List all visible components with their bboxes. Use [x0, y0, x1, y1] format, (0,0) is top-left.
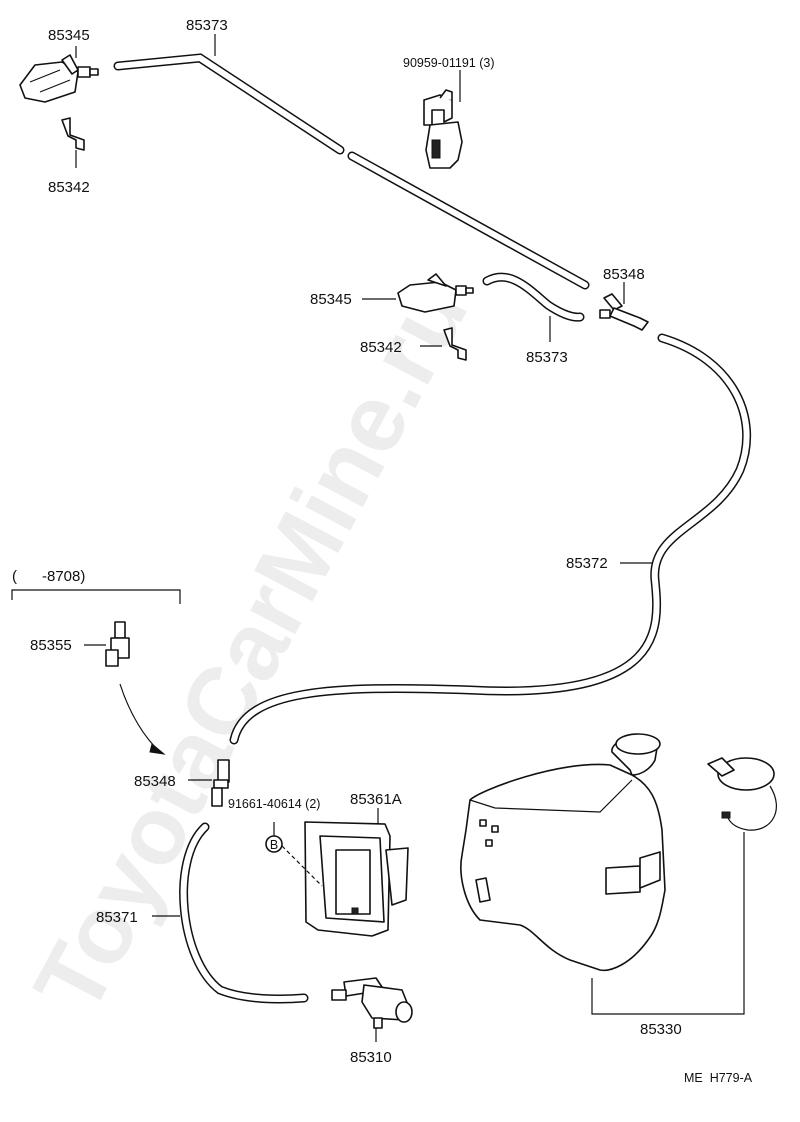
hose-85372-long	[229, 333, 752, 745]
diagram-code: ME H779-A	[684, 1071, 753, 1085]
label-hose-top: 85373	[186, 17, 228, 34]
label-clamp: 90959-01191 (3)	[403, 56, 495, 70]
joint-85348-upper	[599, 293, 649, 331]
label-clip-nozzle-mid: 85342	[360, 339, 402, 356]
bracket-85361A	[304, 821, 409, 937]
label-date-range: ( -8708)	[12, 568, 85, 585]
tank-cap	[707, 757, 777, 831]
label-bracket: 85361A	[350, 791, 402, 808]
label-hose-lower: 85371	[96, 909, 138, 926]
leader-lines	[11, 34, 745, 1042]
washer-nozzle-top	[19, 54, 99, 103]
label-pump: 85310	[350, 1049, 392, 1066]
check-valve-85355	[105, 621, 130, 667]
watermark: ToyotaCarMine.ru	[14, 265, 488, 1030]
clip-nozzle-mid	[443, 327, 467, 361]
label-clip-nozzle-top: 85342	[48, 179, 90, 196]
clamp-90959	[423, 89, 463, 169]
label-joint-lower: 85348	[134, 773, 176, 790]
bolt-ref-label: B	[270, 838, 278, 852]
label-hose-mid: 85373	[526, 349, 568, 366]
label-bolt: 91661-40614 (2)	[228, 797, 320, 811]
label-joint-upper: 85348	[603, 266, 645, 283]
washer-pump-85310	[331, 977, 413, 1029]
hose-85373-mid	[482, 272, 585, 322]
label-washer-nozzle-mid: 85345	[310, 291, 352, 308]
bolt-marker-b: B	[265, 835, 283, 853]
hose-85373-top	[113, 53, 590, 290]
washer-nozzle-mid	[397, 273, 474, 313]
label-washer-nozzle-top: 85345	[48, 27, 90, 44]
label-hose-long: 85372	[566, 555, 608, 572]
hose-85371-lower	[179, 822, 309, 1004]
clip-nozzle-top	[61, 117, 85, 151]
washer-tank-85330	[460, 733, 666, 972]
label-tank: 85330	[640, 1021, 682, 1038]
joint-85348-lower	[211, 759, 230, 807]
label-check-valve: 85355	[30, 637, 72, 654]
